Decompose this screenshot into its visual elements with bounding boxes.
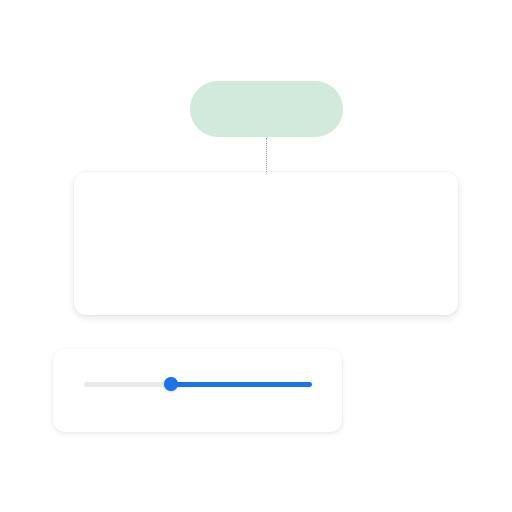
slider-thumb[interactable] [164,377,178,391]
value-slider[interactable] [84,377,312,391]
tooltip-connector-line [266,138,267,174]
value-tooltip [190,81,343,137]
preview-card [74,172,458,315]
slider-card [53,349,342,432]
slider-fill [171,382,312,387]
